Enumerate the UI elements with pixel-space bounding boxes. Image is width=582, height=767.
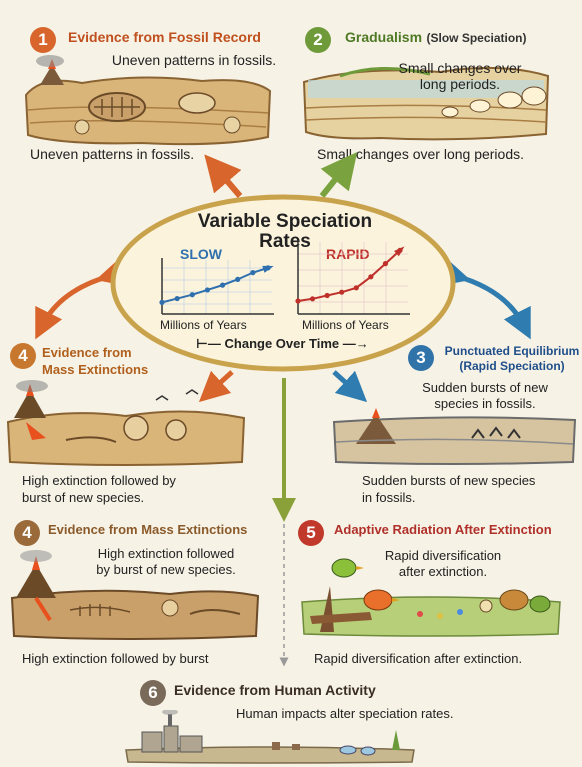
slow-chart <box>159 258 274 315</box>
number-badge-2: 2 <box>305 27 331 53</box>
slow-chart-point <box>174 295 180 302</box>
rapid-chart-xlabel: Millions of Years <box>302 318 389 332</box>
central-title-line1: Variable Speciation <box>197 211 373 232</box>
slow-chart-point <box>204 287 211 293</box>
right-arrow-icon: —→ <box>342 336 369 351</box>
slow-chart-label: SLOW <box>180 246 222 262</box>
mass-extinction-a-caption-line1: High extinction followed by <box>22 473 176 488</box>
rapid-chart-point <box>368 274 374 280</box>
mass-extinction-a-illustration <box>6 380 246 466</box>
fossil-record-caption: Uneven patterns in fossils. <box>30 146 195 162</box>
slow-chart-point <box>159 299 165 305</box>
change-over-time-label: Change Over Time <box>224 336 340 351</box>
central-oval <box>110 194 456 372</box>
mass-extinction-b-note-line2: by burst of new species. <box>96 562 236 577</box>
fossil-record-title: Evidence from Fossil Record <box>68 29 261 45</box>
punctuated-subtitle: (Rapid Speciation) <box>459 359 565 373</box>
adaptive-radiation-illustration <box>301 558 561 637</box>
rapid-chart <box>295 240 410 315</box>
mass-extinction-a-caption: High extinction followed by burst of new… <box>22 472 176 506</box>
arrow-to-gradualism <box>319 151 358 198</box>
fossil-record-illustration <box>24 55 272 146</box>
adaptive-radiation-caption: Rapid diversification after extinction. <box>314 651 523 666</box>
fossil-record-note: Uneven patterns in fossils. <box>111 52 277 68</box>
punctuated-title: Punctuated Equilibrium (Rapid Speciation… <box>442 344 582 374</box>
change-over-time-row: ⊢— Change Over Time —→ <box>196 336 369 352</box>
human-activity-note: Human impacts alter speciation rates. <box>236 706 454 721</box>
number-badge-4b: 4 <box>14 520 40 546</box>
rapid-chart-line <box>297 249 401 302</box>
gradualism-title: Gradualism (Slow Speciation) <box>345 29 527 47</box>
human-activity-title: Evidence from Human Activity <box>174 682 376 698</box>
rapid-chart-point <box>295 298 301 304</box>
number-badge-4a: 4 <box>10 343 36 369</box>
mass-extinction-b-note-line1: High extinction followed <box>97 546 235 561</box>
gradualism-note: Small changes over long periods. <box>380 60 540 92</box>
mass-extinction-a-title: Evidence from Mass Extinctions <box>42 344 148 378</box>
gradualism-illustration <box>302 66 550 141</box>
punctuated-note-line1: Sudden bursts of new <box>422 380 548 395</box>
slow-chart-arrowhead <box>262 265 274 273</box>
slow-chart-point <box>250 270 256 276</box>
number-badge-1: 1 <box>30 27 56 53</box>
punctuated-caption-line1: Sudden bursts of new species <box>362 473 536 488</box>
mass-extinction-b-title: Evidence from Mass Extinctions <box>48 522 248 537</box>
punctuated-caption-line2: in fossils. <box>362 490 416 505</box>
mass-extinction-a-title-line2: Mass Extinctions <box>42 362 149 377</box>
gradualism-note-line2: long periods. <box>419 76 501 92</box>
punctuated-caption: Sudden bursts of new species in fossils. <box>362 472 535 506</box>
number-badge-5: 5 <box>298 520 324 546</box>
gradualism-caption: Small changes over long periods. <box>317 146 525 162</box>
mass-extinction-b-illustration <box>10 550 260 640</box>
rapid-chart-point <box>324 292 330 299</box>
rapid-chart-point <box>382 261 389 267</box>
adaptive-radiation-note-line2: after extinction. <box>398 564 488 579</box>
number-badge-3: 3 <box>408 345 434 371</box>
adaptive-radiation-title: Adaptive Radiation After Extinction <box>334 522 552 537</box>
human-activity-illustration <box>125 710 415 764</box>
gradualism-note-line1: Small changes over <box>398 60 522 76</box>
rapid-chart-point <box>339 289 345 295</box>
adaptive-radiation-note-line1: Rapid diversification <box>384 548 502 563</box>
punctuated-illustration <box>332 408 577 465</box>
mass-extinction-a-title-line1: Evidence from <box>42 345 132 360</box>
rapid-chart-grid <box>298 242 408 314</box>
mass-extinction-b-caption: High extinction followed by burst <box>22 651 209 666</box>
rapid-chart-arrowhead <box>394 246 405 257</box>
slow-chart-grid <box>162 260 272 314</box>
punctuated-title-main: Punctuated Equilibrium <box>444 344 580 358</box>
slow-chart-point <box>219 282 226 288</box>
arrow-to-fossil <box>204 154 243 198</box>
arrow-down-left <box>198 370 234 403</box>
left-bar-arrow-icon: ⊢— <box>196 336 221 351</box>
slow-chart-xlabel: Millions of Years <box>160 318 247 332</box>
number-badge-6: 6 <box>140 680 166 706</box>
punctuated-note: Sudden bursts of new species in fossils. <box>410 380 560 412</box>
slow-chart-point <box>235 276 241 282</box>
slow-chart-line <box>161 266 269 304</box>
arrow-to-punctuated <box>437 257 531 340</box>
gradualism-subtitle: (Slow Speciation) <box>426 31 527 45</box>
rapid-chart-point <box>353 285 359 291</box>
slow-chart-point <box>189 292 195 298</box>
rapid-chart-point <box>309 296 316 302</box>
punctuated-note-line2: species in fossils. <box>434 396 536 411</box>
mass-extinction-b-note: High extinction followed by burst of new… <box>76 546 256 578</box>
gradualism-title-main: Gradualism <box>345 29 423 45</box>
mass-extinction-a-caption-line2: burst of new species. <box>22 490 145 505</box>
arrow-to-mass-a <box>35 257 129 340</box>
arrow-down-right <box>332 370 368 403</box>
adaptive-radiation-note: Rapid diversification after extinction. <box>368 548 518 580</box>
